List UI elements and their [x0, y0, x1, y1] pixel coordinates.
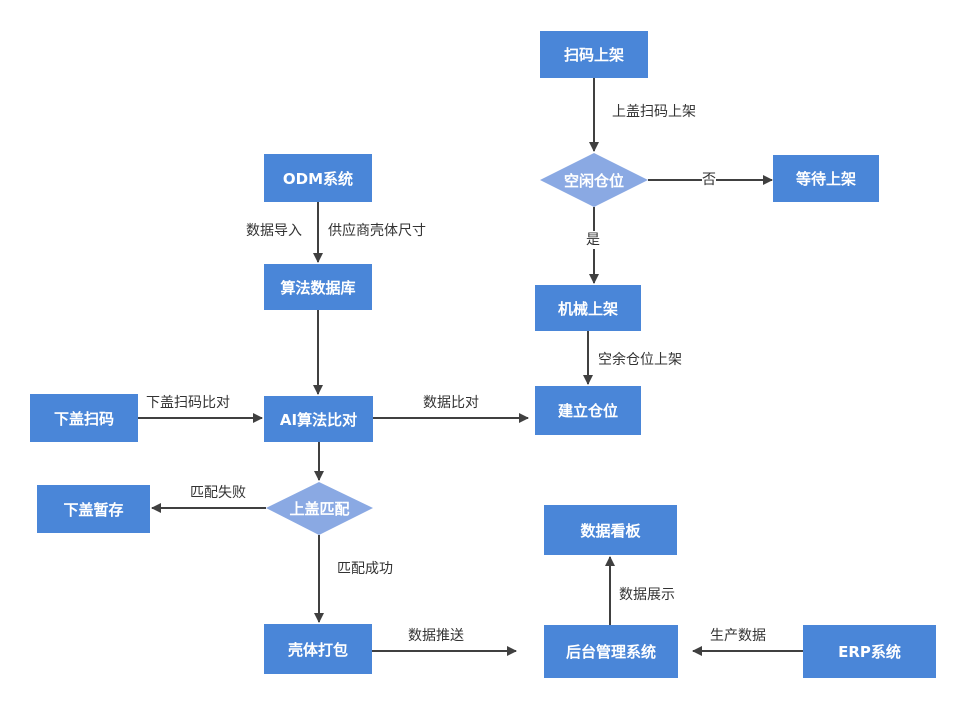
- label-spare-slot-shelf: 空余仓位上架: [598, 351, 682, 369]
- label-no: 否: [702, 171, 716, 189]
- node-build-slot: 建立仓位: [535, 386, 641, 435]
- label-yes: 是: [586, 231, 600, 249]
- node-wait-shelf: 等待上架: [773, 155, 879, 202]
- node-erp-system: ERP系统: [803, 625, 936, 678]
- label-data-import: 数据导入: [246, 222, 302, 240]
- decision-upper-match-label: 上盖匹配: [289, 500, 350, 518]
- label-match-fail: 匹配失败: [190, 485, 246, 501]
- label-upper-scan-shelf: 上盖扫码上架: [612, 103, 696, 121]
- decision-idle-slot-label: 空闲仓位: [563, 171, 624, 190]
- label-production-data: 生产数据: [710, 628, 766, 644]
- label-data-push: 数据推送: [408, 628, 464, 644]
- upper-match-decision-shape: [266, 482, 373, 535]
- node-lower-scan: 下盖扫码: [30, 394, 138, 442]
- node-odm-system: ODM系统: [264, 154, 372, 202]
- node-backend-system: 后台管理系统: [544, 625, 678, 678]
- label-supplier-shell-size: 供应商壳体尺寸: [328, 222, 426, 240]
- label-data-compare: 数据比对: [423, 395, 479, 411]
- node-scan-shelf: 扫码上架: [540, 31, 648, 78]
- node-algo-db: 算法数据库: [264, 264, 372, 310]
- node-shell-pack: 壳体打包: [264, 624, 372, 674]
- label-match-success: 匹配成功: [337, 561, 393, 577]
- label-data-display: 数据展示: [619, 587, 675, 603]
- node-mech-shelf: 机械上架: [535, 285, 641, 331]
- node-lower-temp: 下盖暂存: [37, 485, 150, 533]
- idle-slot-decision-shape: [540, 153, 648, 207]
- node-dashboard: 数据看板: [544, 505, 677, 555]
- node-ai-compare: AI算法比对: [264, 396, 373, 442]
- label-lower-scan-compare: 下盖扫码比对: [146, 395, 230, 411]
